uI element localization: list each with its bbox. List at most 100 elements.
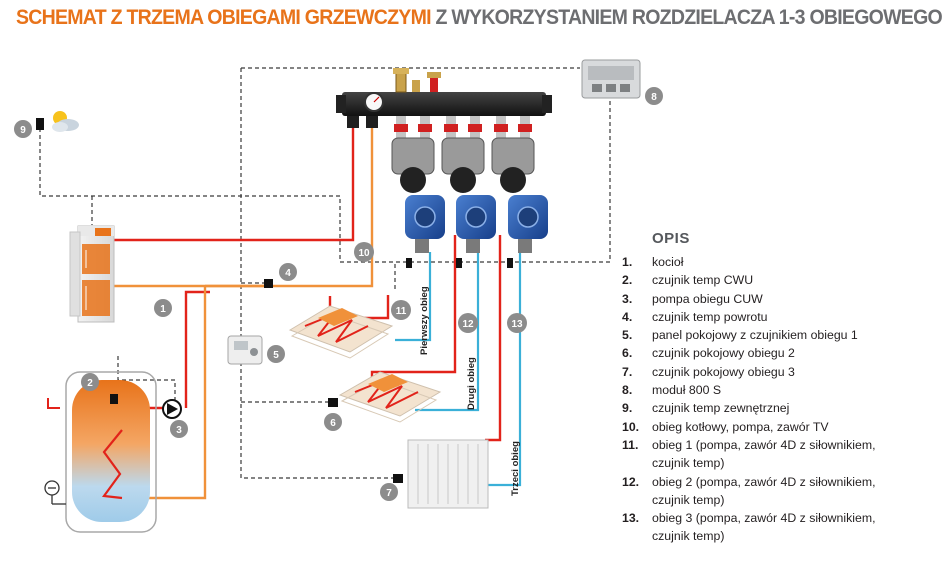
safety-valve-icon <box>430 76 438 92</box>
room-panel-icon <box>227 335 263 365</box>
legend-item-text: czujnik temp powrotu <box>652 309 768 324</box>
floor-heating-panel-2-icon <box>338 371 442 423</box>
legend-item: 3. pompa obiegu CUW <box>622 290 897 308</box>
radiator-icon <box>407 439 489 509</box>
svg-text:4: 4 <box>285 268 291 279</box>
circuit-sensor-3-icon <box>507 258 513 268</box>
svg-text:13: 13 <box>511 319 523 330</box>
legend-item: 4. czujnik temp powrotu <box>622 308 897 326</box>
callout-13: 13 <box>507 313 527 333</box>
legend-item-number: 10. <box>622 419 640 434</box>
legend-item: 7. czujnik pokojowy obiegu 3 <box>622 363 897 381</box>
air-vent-icon <box>395 71 407 93</box>
callout-4: 4 <box>279 263 297 281</box>
legend-item-number: 9. <box>622 401 633 416</box>
callout-2: 2 <box>81 373 99 391</box>
legend-item-text: czujnik temp zewnętrznej <box>652 401 790 416</box>
callout-12: 12 <box>458 313 478 333</box>
legend-item-number: 13. <box>622 511 640 526</box>
legend-item-text: panel pokojowy z czujnikiem obiegu 1 <box>652 328 858 343</box>
svg-text:2: 2 <box>87 378 93 389</box>
callout-5: 5 <box>267 345 285 363</box>
outdoor-sensor-icon <box>36 118 44 130</box>
circuit-column-2 <box>441 116 496 253</box>
legend-item: 12. obieg 2 (pompa, zawór 4D z siłownikie… <box>622 473 897 510</box>
circuit-sensor-2-icon <box>456 258 462 268</box>
cwu-pump-icon <box>162 399 182 419</box>
legend-item: 5. panel pokojowy z czujnikiem obiegu 1 <box>622 326 897 344</box>
diagram-title: SCHEMAT Z TRZEMA OBIEGAMI GRZEWCZYMI Z W… <box>16 6 942 30</box>
callout-9: 9 <box>14 120 32 138</box>
sun-cloud-icon <box>52 111 79 132</box>
legend-item-text: obieg 3 (pompa, zawór 4D z siłownikiem, … <box>652 511 876 544</box>
legend-item-text: czujnik pokojowy obiegu 3 <box>652 364 795 379</box>
svg-text:1: 1 <box>160 304 166 315</box>
legend-item-number: 8. <box>622 383 633 398</box>
callout-11: 11 <box>391 300 411 320</box>
legend-item: 1. kocioł <box>622 253 897 271</box>
svg-text:3: 3 <box>176 425 182 436</box>
room-sensor-2-icon <box>328 398 338 407</box>
pipe-label-circuit-2: Drugi obieg <box>466 357 477 410</box>
legend-list: 1. kocioł 2. czujnik temp CWU 3. pompa obiegu… <box>622 253 897 546</box>
supply-pipes <box>112 128 502 442</box>
legend-item-number: 3. <box>622 291 633 306</box>
legend-item-text: obieg 2 (pompa, zawór 4D z siłownikiem, … <box>652 474 876 507</box>
legend-item-number: 11. <box>622 437 639 452</box>
legend-item: 11. obieg 1 (pompa, zawór 4D z siłownikie… <box>622 436 897 473</box>
room-sensor-3-icon <box>393 474 403 483</box>
svg-text:10: 10 <box>358 248 370 259</box>
legend-item-text: czujnik pokojowy obiegu 2 <box>652 346 795 361</box>
circuit-column-3 <box>491 116 548 253</box>
hot-water-tank-icon <box>47 371 157 533</box>
svg-text:5: 5 <box>273 350 279 361</box>
legend-item-text: obieg kotłowy, pompa, zawór TV <box>652 419 829 434</box>
callout-10: 10 <box>354 242 374 262</box>
svg-text:6: 6 <box>330 418 336 429</box>
legend-heading: OPIS <box>652 230 690 247</box>
circuit-sensor-1-icon <box>406 258 412 268</box>
legend-item: 10. obieg kotłowy, pompa, zawór TV <box>622 418 897 436</box>
legend-item-number: 12. <box>622 474 640 489</box>
legend-item: 2. czujnik temp CWU <box>622 271 897 289</box>
svg-text:7: 7 <box>386 488 392 499</box>
circuit-column-1 <box>391 116 445 253</box>
floor-heating-panel-1-icon <box>288 305 394 359</box>
callout-3: 3 <box>170 420 188 438</box>
legend-item-text: czujnik temp CWU <box>652 273 754 288</box>
legend-item-text: kocioł <box>652 255 684 269</box>
svg-text:11: 11 <box>396 306 407 317</box>
manifold-distributor <box>336 68 552 253</box>
callout-8: 8 <box>645 87 663 105</box>
legend-item: 6. czujnik pokojowy obiegu 2 <box>622 344 897 362</box>
legend-item: 9. czujnik temp zewnętrznej <box>622 399 897 417</box>
signal-wiring <box>39 67 611 479</box>
title-part-1: SCHEMAT Z TRZEMA OBIEGAMI GRZEWCZYMI <box>16 6 432 29</box>
legend-item-text: moduł 800 S <box>652 383 722 398</box>
legend-item-number: 5. <box>622 328 633 343</box>
return-sensor-icon <box>264 279 273 288</box>
callouts: 1 2 3 4 5 6 7 8 9 10 11 12 13 <box>14 87 663 501</box>
legend-item-number: 7. <box>622 364 633 379</box>
legend-item-number: 1. <box>622 255 633 269</box>
legend-item: 8. moduł 800 S <box>622 381 897 399</box>
expansion-vessel-icon <box>44 480 66 505</box>
svg-text:12: 12 <box>462 319 474 330</box>
callout-6: 6 <box>324 413 342 431</box>
controller-module-icon <box>581 59 641 99</box>
callout-1: 1 <box>154 299 172 317</box>
legend-item-number: 4. <box>622 309 633 324</box>
legend-item-text: pompa obiegu CUW <box>652 291 763 306</box>
legend-description: OPIS 1. kocioł 2. czujnik temp CWU 3. pompa o… <box>622 230 897 546</box>
callout-7: 7 <box>380 483 398 501</box>
svg-text:9: 9 <box>20 125 26 136</box>
pipe-label-circuit-1: Pierwszy obieg <box>419 286 430 355</box>
heating-schematic: Pierwszy obieg Drugi obieg Trzeci obieg … <box>14 59 663 533</box>
legend-item-number: 6. <box>622 346 633 361</box>
title-part-2: Z WYKORZYSTANIEM ROZDZIELACZA 1-3 OBIEGO… <box>435 6 942 29</box>
legend-item-text: obieg 1 (pompa, zawór 4D z siłownikiem, … <box>652 437 876 471</box>
svg-text:8: 8 <box>651 92 657 103</box>
boiler-icon <box>69 225 115 323</box>
legend-item-number: 2. <box>622 273 633 288</box>
legend-item: 13. obieg 3 (pompa, zawór 4D z siłownikie… <box>622 509 897 546</box>
